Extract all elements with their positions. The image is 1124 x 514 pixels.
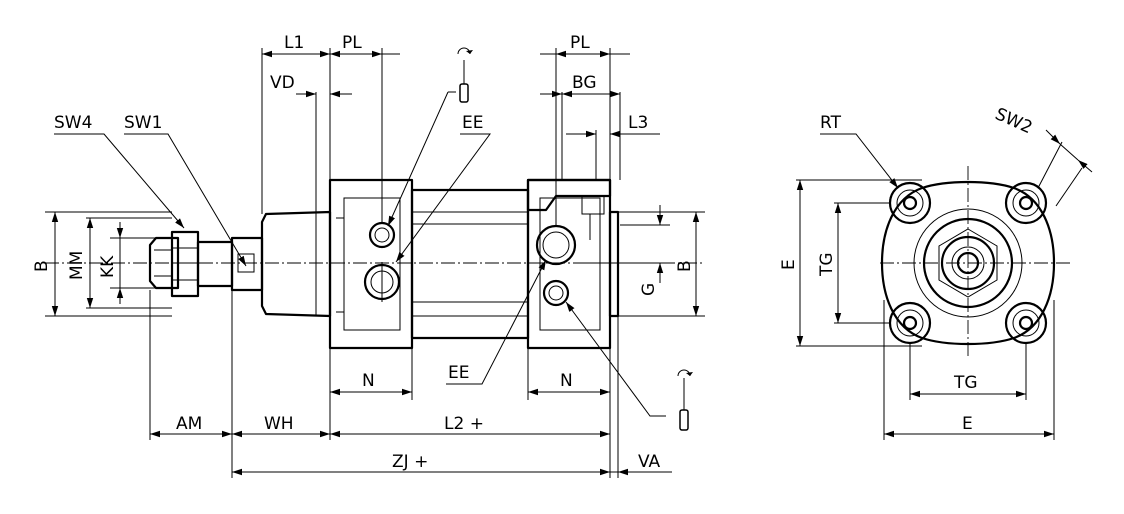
label-wh: WH bbox=[264, 414, 294, 434]
front-end-cap bbox=[328, 178, 414, 350]
label-va: VA bbox=[638, 452, 661, 472]
label-am: AM bbox=[176, 414, 202, 434]
extension-lines bbox=[45, 48, 705, 478]
screwdriver-torque-icon-top bbox=[457, 47, 473, 103]
label-zj: ZJ + bbox=[392, 452, 428, 472]
end-view-extension-lines bbox=[796, 141, 1083, 440]
label-e-horizontal: E bbox=[962, 414, 973, 434]
label-sw2: SW2 bbox=[992, 104, 1035, 138]
label-kk: KK bbox=[98, 255, 118, 278]
label-ee-top: EE bbox=[462, 113, 483, 133]
label-b-right: B bbox=[675, 260, 695, 272]
labels: L1 PL PL VD BG L3 SW4 SW1 EE EE B MM KK … bbox=[32, 33, 1035, 472]
rod-bearing bbox=[260, 210, 332, 318]
label-vd: VD bbox=[270, 73, 295, 93]
label-sw1: SW1 bbox=[124, 113, 162, 133]
cylinder-barrel bbox=[410, 188, 530, 340]
label-b-left: B bbox=[32, 260, 52, 272]
label-bg: BG bbox=[572, 73, 597, 93]
end-view bbox=[796, 129, 1093, 440]
label-n-right: N bbox=[560, 371, 573, 391]
label-tg-vertical: TG bbox=[817, 252, 837, 277]
label-e-vertical: E bbox=[779, 259, 799, 270]
label-n-left: N bbox=[362, 371, 375, 391]
label-l3: L3 bbox=[628, 113, 648, 133]
rear-end-cap bbox=[526, 178, 620, 350]
label-mm: MM bbox=[67, 251, 87, 280]
screwdriver-torque-icon-bottom bbox=[677, 369, 693, 431]
label-pl-left: PL bbox=[342, 33, 362, 53]
leader-lines bbox=[54, 91, 666, 417]
side-view bbox=[45, 47, 705, 478]
label-l1: L1 bbox=[284, 33, 304, 53]
label-rt: RT bbox=[820, 113, 842, 133]
label-tg-horizontal: TG bbox=[953, 373, 978, 393]
dimension-lines bbox=[51, 50, 700, 476]
label-l2: L2 + bbox=[444, 414, 484, 434]
end-view-dimension-lines bbox=[796, 129, 1093, 438]
label-g: G bbox=[639, 283, 659, 296]
label-pl-right: PL bbox=[570, 33, 590, 53]
label-sw4: SW4 bbox=[54, 113, 92, 133]
label-ee-bottom: EE bbox=[448, 363, 469, 383]
